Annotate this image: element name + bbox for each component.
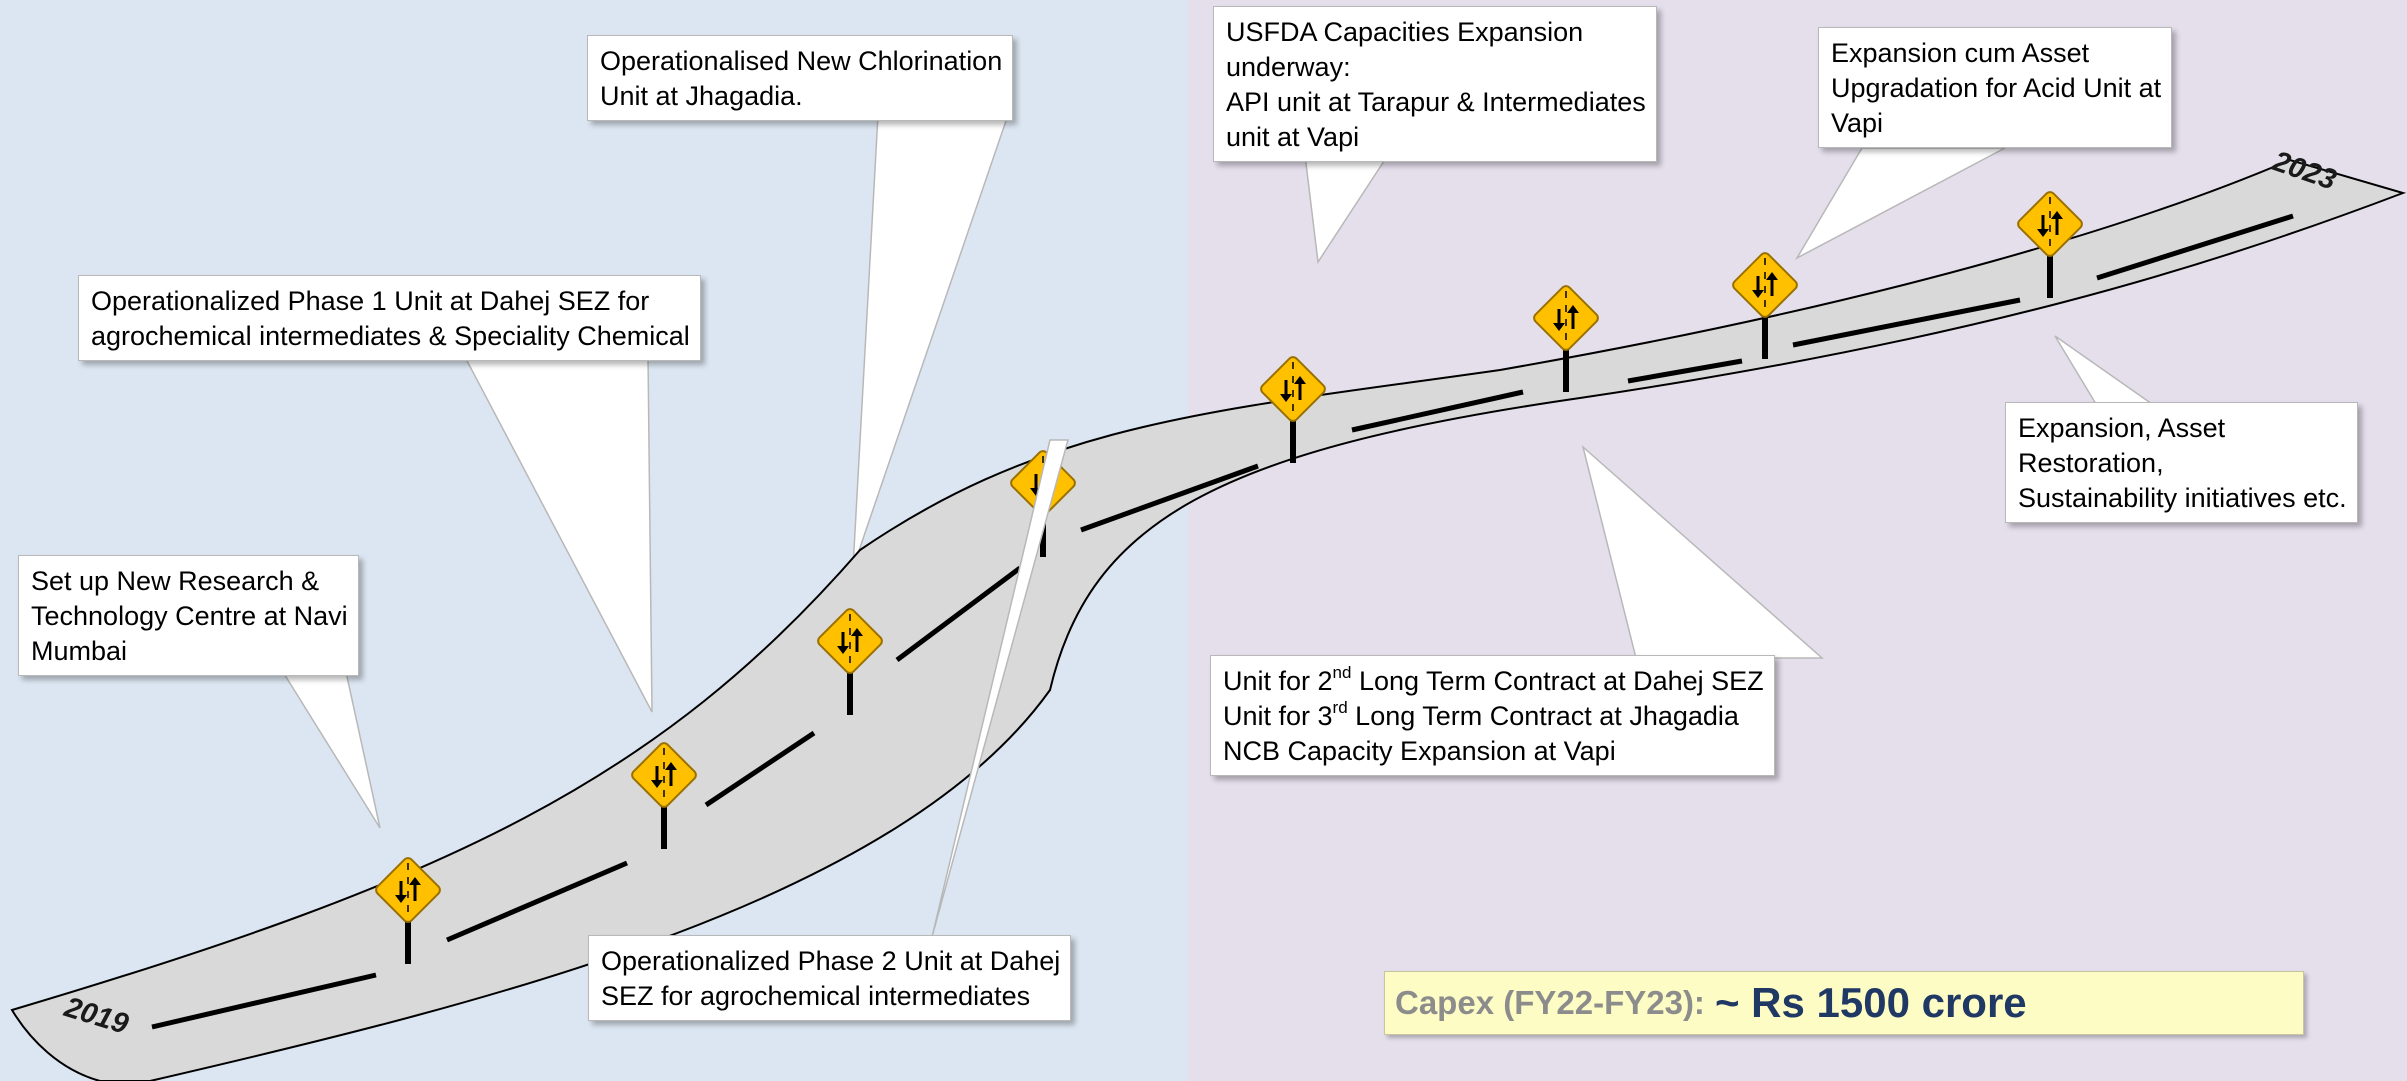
callout-pointer-5 [1304, 154, 1390, 265]
milestone-text: Operationalized Phase 2 Unit at Dahej [601, 946, 1061, 976]
milestone-text: API unit at Tarapur & Intermediates [1226, 87, 1646, 117]
callout-pointer-1 [281, 671, 381, 829]
callout-pointer-lt [1581, 444, 1824, 659]
ordinal-suffix: rd [1332, 698, 1348, 717]
road [10, 158, 2407, 1081]
milestone-text: Technology Centre at Navi [31, 601, 348, 631]
long-term-line-3: NCB Capacity Expansion at Vapi [1223, 736, 1616, 766]
milestone-text: unit at Vapi [1226, 122, 1360, 152]
milestone-text: Unit at Jhagadia. [600, 81, 803, 111]
milestone-text: Mumbai [31, 636, 128, 666]
milestone-text: Operationalized Phase 1 Unit at Dahej SE… [91, 286, 650, 316]
capex-label: Capex (FY22-FY23): [1395, 984, 1705, 1021]
right-panel-background [1188, 0, 2407, 1081]
text-part: Long Term Contract at Jhagadia [1347, 701, 1739, 731]
milestone-text: Operationalised New Chlorination [600, 46, 1003, 76]
milestone-text: Sustainability initiatives etc. [2018, 483, 2347, 513]
ordinal-suffix: nd [1332, 663, 1352, 682]
milestone-chlorination-unit: Operationalised New Chlorination Unit at… [587, 35, 1014, 121]
capex-banner: Capex (FY22-FY23): ~ Rs 1500 crore [1384, 971, 2304, 1035]
callout-pointer-7 [2054, 335, 2155, 405]
capex-value: ~ Rs 1500 crore [1714, 979, 2027, 1026]
milestone-text: USFDA Capacities Expansion [1226, 17, 1584, 47]
long-term-line-1: Unit for 2nd Long Term Contract at Dahej… [1223, 664, 1764, 699]
long-term-line-2: Unit for 3rd Long Term Contract at Jhaga… [1223, 699, 1764, 734]
milestone-acid-unit: Expansion cum Asset Upgradation for Acid… [1818, 27, 2173, 148]
milestone-sustainability: Expansion, Asset Restoration, Sustainabi… [2005, 402, 2358, 523]
milestone-usfda-expansion: USFDA Capacities Expansion underway: API… [1213, 6, 1657, 162]
milestone-text: agrochemical intermediates & Speciality … [91, 321, 690, 351]
milestone-text: Expansion, Asset [2018, 413, 2226, 443]
milestone-text: underway: [1226, 52, 1351, 82]
milestone-text: Set up New Research & [31, 566, 320, 596]
text-part: Unit for 3 [1223, 701, 1333, 731]
callout-pointer-6 [1795, 147, 2006, 260]
road-centre-lines [151, 213, 2294, 1030]
milestone-research-centre: Set up New Research & Technology Centre … [18, 555, 359, 676]
callout-pointer-4 [931, 439, 1069, 938]
milestone-phase2-dahej: Operationalized Phase 2 Unit at Dahej SE… [588, 935, 1072, 1021]
milestone-long-term-contracts: Unit for 2nd Long Term Contract at Dahej… [1210, 655, 1775, 776]
milestone-text: Restoration, [2018, 448, 2164, 478]
milestone-text: SEZ for agrochemical intermediates [601, 981, 1031, 1011]
callout-pointer-2 [463, 356, 653, 713]
text-part: Long Term Contract at Dahej SEZ [1351, 666, 1764, 696]
milestone-phase1-dahej: Operationalized Phase 1 Unit at Dahej SE… [78, 275, 701, 361]
milestone-text: Expansion cum Asset [1831, 38, 2090, 68]
milestone-text: Vapi [1831, 108, 1884, 138]
milestone-text: Upgradation for Acid Unit at [1831, 73, 2162, 103]
text-part: Unit for 2 [1223, 666, 1333, 696]
